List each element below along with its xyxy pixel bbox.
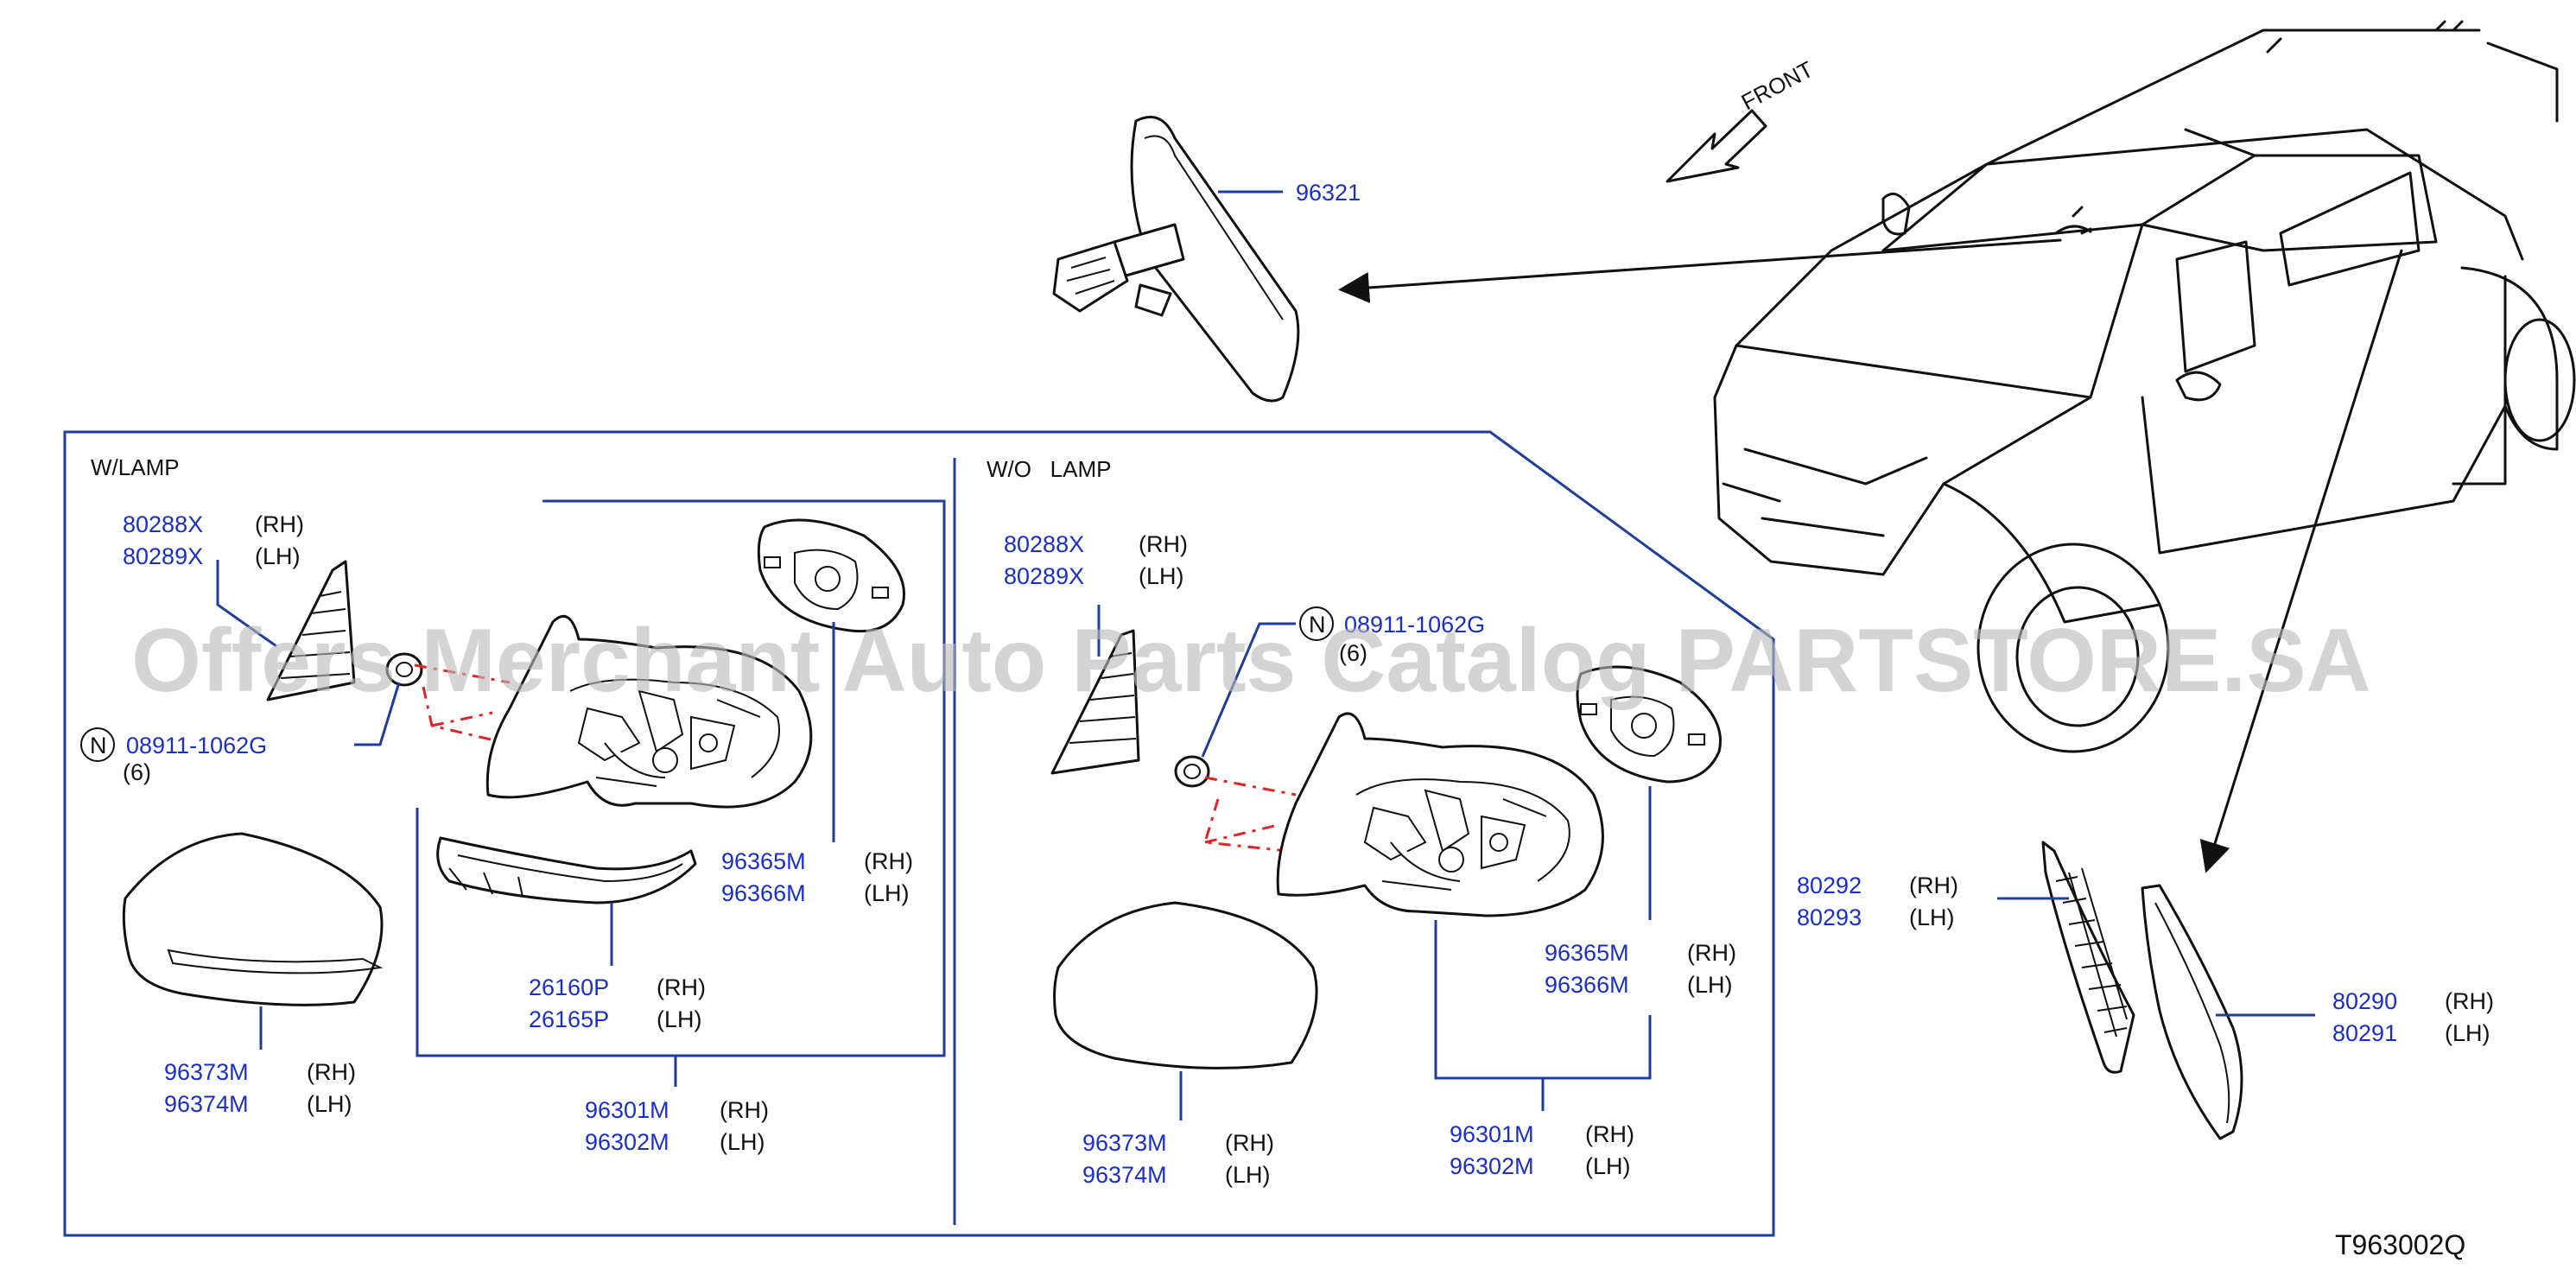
side-lh: (LH) — [720, 1129, 765, 1155]
nut-symbol-letter: N — [90, 733, 107, 758]
side-lh: (LH) — [2445, 1020, 2490, 1046]
door-trim-part — [2141, 884, 2243, 1140]
part-number-finisher-lh[interactable]: 80293 — [1797, 904, 1862, 930]
part-number-wo-assy-rh[interactable]: 96301M — [1450, 1121, 1534, 1147]
part-number-wl-corner-rh[interactable]: 80288X — [123, 511, 203, 537]
part-number-wo-nut[interactable]: 08911-1062G — [1344, 612, 1485, 638]
part-number-wo-corner-rh[interactable]: 80288X — [1004, 531, 1084, 557]
side-rh: (RH) — [2445, 988, 2494, 1014]
part-number-wo-glass-lh[interactable]: 96366M — [1545, 972, 1629, 998]
arrow-to-door-trim — [2199, 249, 2403, 873]
diagram-code: T963002Q — [2335, 1229, 2465, 1260]
part-number-wo-cover-rh[interactable]: 96373M — [1082, 1130, 1167, 1156]
side-lh: (LH) — [255, 543, 301, 569]
side-rh: (RH) — [1139, 531, 1188, 557]
side-lh: (LH) — [1225, 1162, 1271, 1188]
part-number-wo-cover-lh[interactable]: 96374M — [1082, 1162, 1167, 1188]
section-title-with-lamp: W/LAMP — [91, 454, 180, 480]
part-number-wl-cover-lh[interactable]: 96374M — [164, 1091, 249, 1117]
nut-symbol-icon — [80, 727, 115, 762]
part-number-wl-nut[interactable]: 08911-1062G — [126, 733, 267, 758]
side-rh: (RH) — [864, 848, 913, 874]
wo-callout-nut: N 08911-1062G (6) — [1201, 606, 1485, 758]
wl-nut — [385, 652, 423, 687]
part-number-wl-corner-lh[interactable]: 80289X — [123, 543, 203, 569]
wo-callout-assembly: 96301M (RH) 96302M (LH) — [1434, 920, 1652, 1179]
part-number-wl-glass-lh[interactable]: 96366M — [721, 880, 806, 906]
front-label: FRONT — [1737, 56, 1818, 116]
wo-corner-finisher — [1050, 629, 1140, 775]
without-lamp-section: W/O LAMP — [987, 456, 1722, 1069]
callout-door-trim: 80290 (RH) 80291 (LH) — [2216, 988, 2494, 1046]
watermark: Offers Merchant Auto Parts Catalog PARTS… — [131, 611, 2371, 711]
part-number-trim-lh[interactable]: 80291 — [2332, 1020, 2397, 1046]
section-title-without-lamp: W/O LAMP — [987, 456, 1111, 482]
callout-door-finisher: 80292 (RH) 80293 (LH) — [1797, 873, 2069, 930]
section-frame — [63, 430, 1775, 1237]
inner-mirror-part — [1052, 116, 1300, 403]
side-lh: (LH) — [307, 1091, 352, 1117]
part-number-wl-glass-rh[interactable]: 96365M — [721, 848, 806, 874]
side-lh: (LH) — [864, 880, 910, 906]
wo-callout-cover: 96373M (RH) 96374M (LH) — [1082, 1071, 1274, 1188]
part-number-wo-assy-lh[interactable]: 96302M — [1450, 1153, 1534, 1179]
side-lh: (LH) — [657, 1006, 702, 1032]
side-rh: (RH) — [307, 1059, 356, 1085]
side-lh: (LH) — [1909, 904, 1955, 930]
wl-turn-lamp — [436, 836, 697, 904]
side-rh: (RH) — [657, 974, 706, 1000]
side-rh: (RH) — [255, 511, 304, 537]
wl-callout-lamp: 26160P (RH) 26165P (LH) — [529, 903, 706, 1032]
arrow-to-inner-mirror — [1338, 238, 2062, 303]
door-corner-finisher-part — [2041, 841, 2135, 1074]
wo-callout-corner-finisher: 80288X (RH) 80289X (LH) — [1004, 531, 1188, 657]
wl-callout-nut: N 08911-1062G (6) — [80, 682, 401, 785]
side-lh: (LH) — [1687, 972, 1733, 998]
nut-symbol-letter: N — [1309, 612, 1326, 638]
wo-mirror-cover — [1053, 901, 1318, 1069]
side-rh: (RH) — [1225, 1130, 1274, 1156]
with-lamp-section: W/LAMP — [63, 430, 1775, 1237]
part-number-inner-mirror[interactable]: 96321 — [1296, 180, 1361, 206]
part-number-wl-assy-rh[interactable]: 96301M — [585, 1097, 669, 1123]
side-rh: (RH) — [1687, 940, 1736, 966]
part-number-wl-cover-rh[interactable]: 96373M — [164, 1059, 249, 1085]
part-number-wl-assy-lh[interactable]: 96302M — [585, 1129, 669, 1155]
vehicle-illustration — [1713, 20, 2576, 753]
side-rh: (RH) — [1909, 873, 1958, 898]
wl-callout-corner-finisher: 80288X (RH) 80289X (LH) — [123, 511, 304, 648]
assembly-frame — [416, 499, 946, 1057]
side-lh: (LH) — [1139, 563, 1184, 589]
side-rh: (RH) — [1585, 1121, 1634, 1147]
wo-nut — [1174, 755, 1210, 788]
wl-mirror-cover — [122, 832, 384, 1006]
wo-callout-glass: 96365M (RH) 96366M (LH) — [1545, 786, 1736, 998]
wl-callout-cover: 96373M (RH) 96374M (LH) — [164, 1006, 356, 1117]
part-number-trim-rh[interactable]: 80290 — [2332, 988, 2397, 1014]
nut-symbol-icon — [1299, 606, 1334, 641]
wl-callout-assembly: 96301M (RH) 96302M (LH) — [585, 1056, 769, 1155]
wl-callout-glass: 96365M (RH) 96366M (LH) — [721, 622, 913, 906]
wo-nut-quantity: (6) — [1339, 640, 1367, 666]
part-number-wo-glass-rh[interactable]: 96365M — [1545, 940, 1629, 966]
side-lh: (LH) — [1585, 1153, 1631, 1179]
side-rh: (RH) — [720, 1097, 769, 1123]
part-number-wl-lamp-lh[interactable]: 26165P — [529, 1006, 609, 1032]
front-direction-indicator: FRONT — [1666, 56, 1818, 183]
part-number-finisher-rh[interactable]: 80292 — [1797, 873, 1862, 898]
part-number-wl-lamp-rh[interactable]: 26160P — [529, 974, 609, 1000]
wl-nut-quantity: (6) — [123, 759, 151, 785]
part-number-wo-corner-lh[interactable]: 80289X — [1004, 563, 1084, 589]
